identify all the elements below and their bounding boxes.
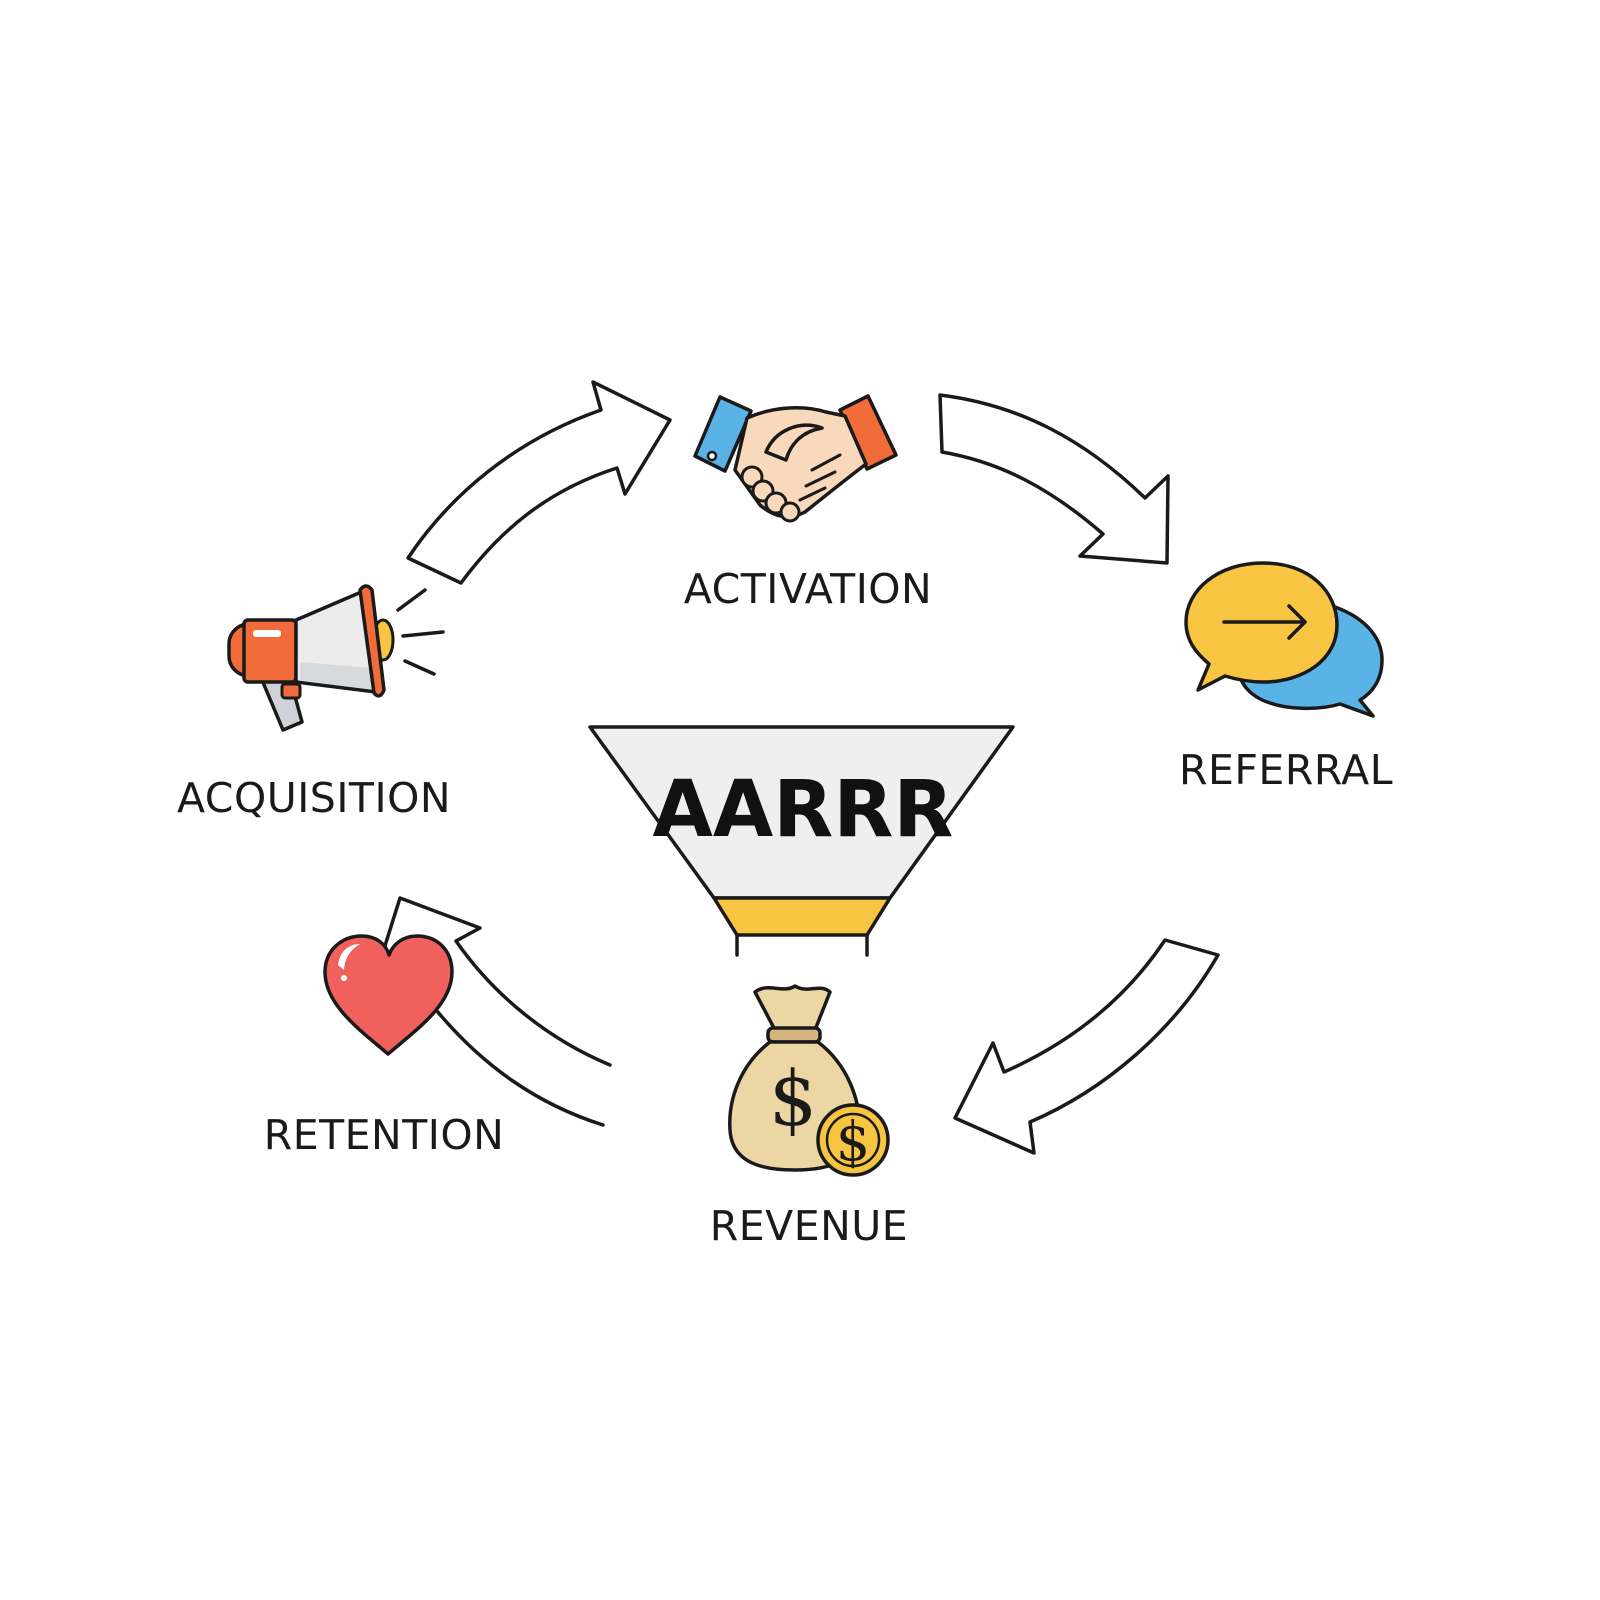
stage-acquisition: ACQUISITION xyxy=(177,584,451,822)
bag-dollar-sign: $ xyxy=(769,1054,817,1143)
speech-bubbles-icon xyxy=(1184,561,1384,718)
money-bag-icon: $ xyxy=(728,984,862,1172)
stage-label-retention: RETENTION xyxy=(264,1111,505,1159)
stage-activation: ACTIVATION xyxy=(684,394,932,613)
flow-arrow-acquisition-to-activation xyxy=(406,380,672,585)
megaphone-icon xyxy=(227,584,445,732)
stage-label-revenue: REVENUE xyxy=(710,1202,908,1250)
funnel: AARRR xyxy=(588,725,1015,957)
funnel-title: AARRR xyxy=(653,765,954,855)
flow-arrow-activation-to-referral xyxy=(938,393,1170,565)
coin-icon: $ xyxy=(816,1103,890,1177)
heart-icon xyxy=(323,934,454,1056)
stage-referral: REFERRAL xyxy=(1179,561,1393,794)
funnel-band xyxy=(712,896,892,937)
stage-label-acquisition: ACQUISITION xyxy=(177,774,451,822)
stage-retention: RETENTION xyxy=(264,934,505,1159)
handshake-icon xyxy=(693,394,898,523)
stage-label-referral: REFERRAL xyxy=(1179,746,1393,794)
stage-revenue: $ $ REVENUE xyxy=(710,984,908,1250)
coin-dollar-sign: $ xyxy=(836,1110,870,1173)
stage-label-activation: ACTIVATION xyxy=(684,565,932,613)
flow-arrow-referral-to-revenue xyxy=(953,938,1220,1155)
